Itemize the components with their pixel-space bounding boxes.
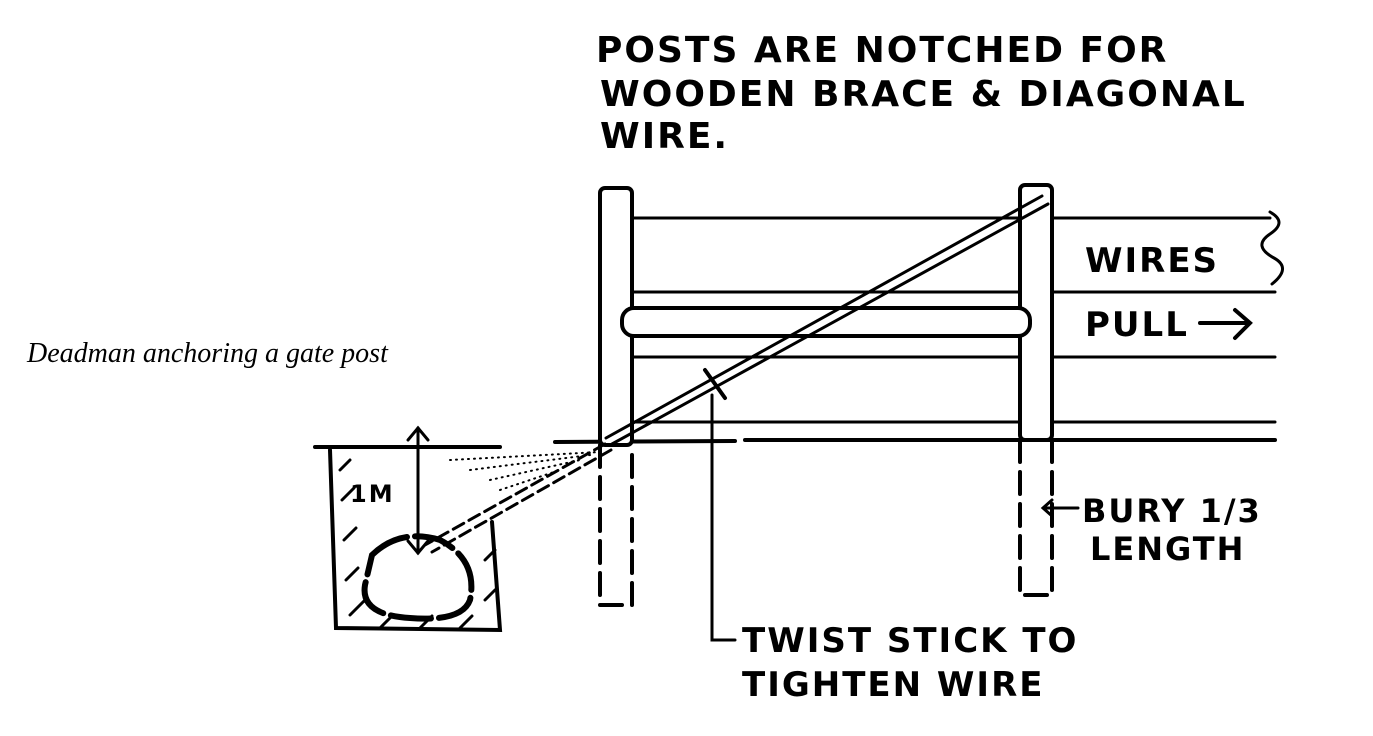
note-line-1: POSTS ARE NOTCHED FOR: [596, 30, 1168, 71]
backfill-stipple: [449, 451, 601, 491]
pull-arrow: [1198, 308, 1253, 340]
bury-label-1: BURY 1/3: [1082, 492, 1262, 530]
wires-label: WIRES: [1085, 241, 1219, 281]
twist-label-1: TWIST STICK TO: [742, 621, 1078, 661]
twist-leader: [710, 393, 737, 642]
twist-label-2: TIGHTEN WIRE: [742, 665, 1044, 705]
bury-arrow: [1040, 498, 1080, 518]
wooden-brace: [620, 306, 1032, 338]
anchor-wire: [423, 442, 613, 554]
depth-dimension: [406, 425, 430, 556]
diagonal-wire: [604, 194, 1050, 446]
note-line-3: WIRE.: [600, 116, 729, 157]
pull-label: PULL: [1085, 305, 1189, 345]
figure-caption: Deadman anchoring a gate post: [26, 338, 389, 369]
note-line-2: WOODEN BRACE & DIAGONAL: [600, 74, 1247, 115]
twist-stick: [703, 368, 727, 400]
left-gate-post: [598, 186, 634, 607]
break-mark: [1260, 210, 1284, 286]
right-post: [1018, 183, 1054, 597]
bury-label-2: LENGTH: [1090, 530, 1245, 568]
deadman-pit: [328, 448, 503, 633]
ground-line: [313, 438, 1277, 449]
depth-label: 1M: [350, 480, 395, 508]
fence-wires: [630, 216, 1277, 424]
